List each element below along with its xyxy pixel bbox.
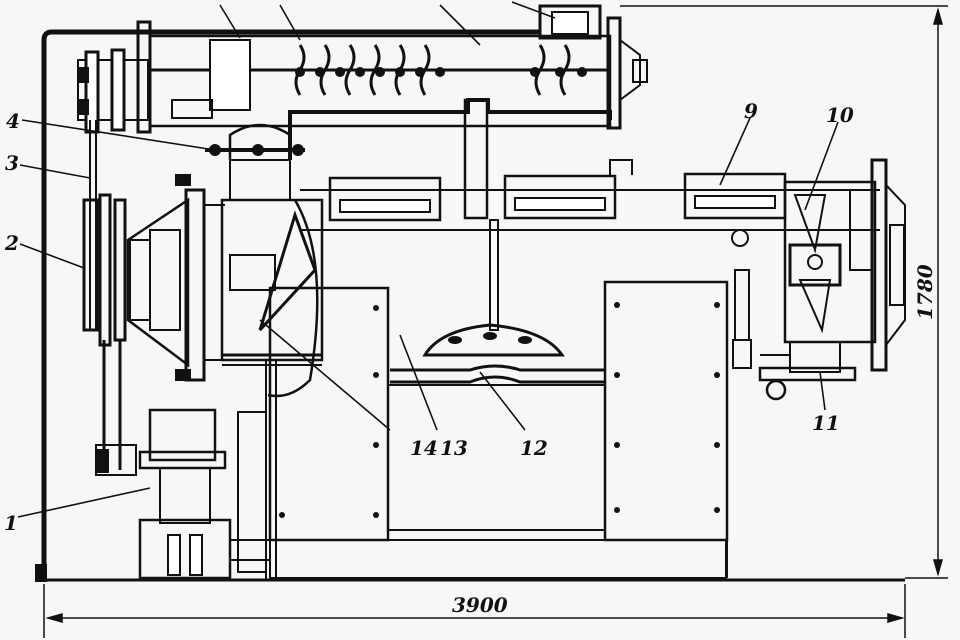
reducer-housing xyxy=(126,174,225,382)
callout-10: 10 xyxy=(826,103,854,127)
callout-12: 12 xyxy=(520,436,548,460)
callout-2: 2 xyxy=(4,231,19,255)
press-chamber xyxy=(390,323,605,384)
feeder-units xyxy=(288,98,880,331)
height-dimension-line xyxy=(620,5,948,579)
right-drive-unit xyxy=(732,158,906,401)
callout-14: 14 xyxy=(410,436,438,460)
width-dimension-value: 3900 xyxy=(452,593,508,617)
callout-1: 1 xyxy=(4,511,18,535)
height-dimension-value: 1780 xyxy=(913,264,937,320)
callout-11: 11 xyxy=(812,411,840,435)
belt-drive xyxy=(82,120,137,476)
width-dimension-line xyxy=(43,584,906,638)
leader-lines xyxy=(17,1,839,518)
callout-4: 4 xyxy=(6,109,20,133)
callout-9: 9 xyxy=(744,99,758,123)
top-screw-conveyor xyxy=(136,4,648,134)
callout-3: 3 xyxy=(5,151,19,175)
electric-motor xyxy=(138,408,271,580)
outer-frame xyxy=(35,29,905,582)
callout-13: 13 xyxy=(440,436,468,460)
upper-pulleys xyxy=(77,48,149,134)
